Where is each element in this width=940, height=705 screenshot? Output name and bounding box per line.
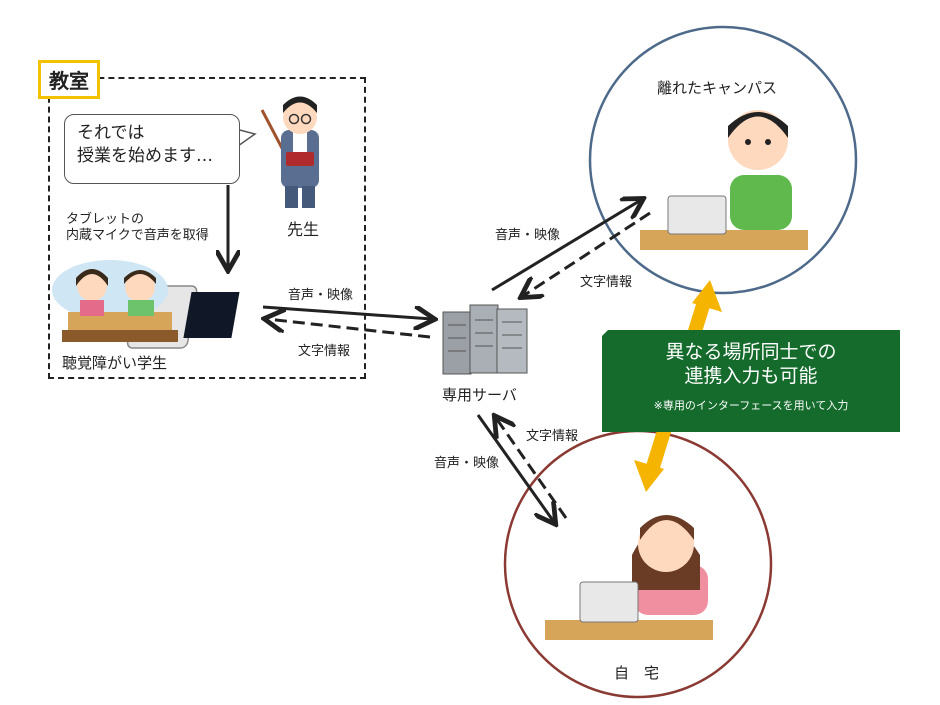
campus-text-label: 文字情報 xyxy=(580,275,633,290)
banner-title-line-2: 連携入力も可能 xyxy=(684,365,818,387)
home-person-illustration xyxy=(545,515,713,640)
remote-campus-circle xyxy=(588,25,858,295)
home-to-server-text-arrow xyxy=(496,418,568,519)
collaboration-banner: 異なる場所同士での 連携入力も可能 ※専用のインターフェースを用いて入力 xyxy=(606,340,896,413)
students-label: 聴覚障がい学生 xyxy=(62,354,168,372)
home-text-label: 文字情報 xyxy=(526,429,579,444)
teacher-label: 先生 xyxy=(287,220,320,239)
tablet-note: タブレットの 内蔵マイクで音声を取得 xyxy=(66,212,209,244)
classroom-area xyxy=(48,77,366,379)
banner-note: ※専用のインターフェースを用いて入力 xyxy=(653,399,849,412)
classroom-label: 教室 xyxy=(38,60,100,99)
home-av-label: 音声・映像 xyxy=(434,456,500,471)
tablet-note-line-2: 内蔵マイクで音声を取得 xyxy=(66,228,209,243)
banner-title-line-1: 異なる場所同士での xyxy=(665,341,837,363)
tablet-server-text-label: 文字情報 xyxy=(298,344,351,359)
tablet-to-server-av-arrow xyxy=(262,305,432,319)
home-label: 自 宅 xyxy=(614,664,660,682)
server-to-home-av-arrow xyxy=(476,414,554,522)
speech-line-1: それでは xyxy=(77,123,145,143)
remote-campus-label: 離れたキャンパス xyxy=(657,79,778,97)
campus-student-illustration xyxy=(640,110,808,250)
campus-av-label: 音声・映像 xyxy=(495,228,561,243)
server-illustration xyxy=(442,304,528,375)
campus-to-server-text-arrow xyxy=(523,211,651,296)
tablet-note-line-1: タブレットの xyxy=(66,212,145,227)
collaboration-banner-shape xyxy=(602,330,900,432)
server-to-campus-av-arrow xyxy=(491,200,641,292)
teacher-illustration xyxy=(260,96,319,208)
server-label: 専用サーバ xyxy=(442,386,517,404)
speech-line-2: 授業を始めます… xyxy=(77,146,213,166)
server-to-tablet-text-arrow xyxy=(267,319,431,339)
teacher-speech-bubble: それでは 授業を始めます… xyxy=(64,114,240,184)
students-illustration xyxy=(52,260,178,342)
tablet-server-av-label: 音声・映像 xyxy=(288,288,354,303)
